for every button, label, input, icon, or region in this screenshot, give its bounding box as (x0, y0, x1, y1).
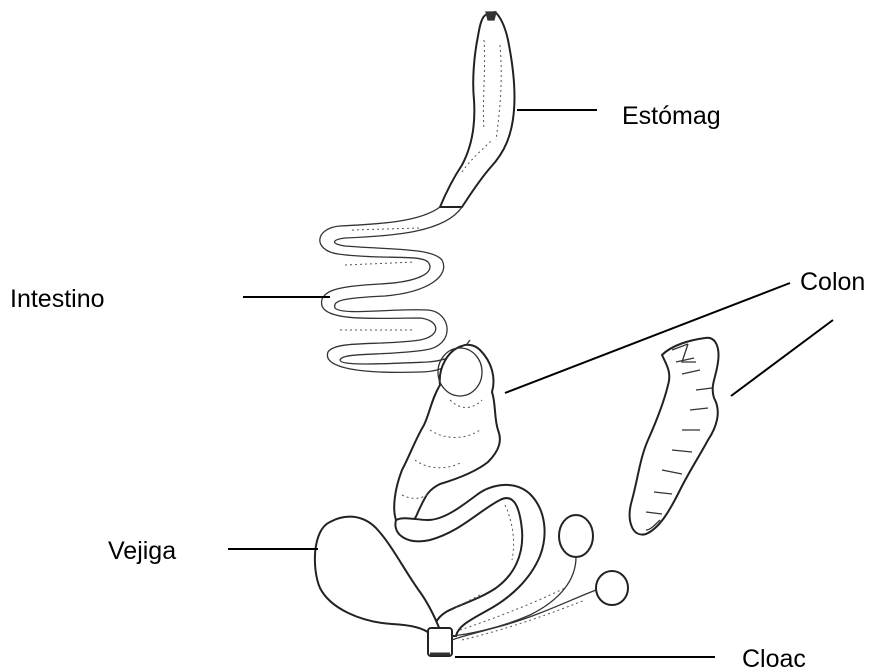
intestine-label: Intestino (10, 285, 105, 313)
intestine-drawing (320, 207, 470, 372)
cloaca-drawing (428, 628, 452, 656)
colon-label: Colon (800, 268, 865, 296)
bladder-label: Vejiga (108, 537, 176, 565)
colon-leader-line-1 (505, 283, 790, 393)
cloaca-label: Cloac (742, 645, 806, 672)
stomach-drawing (440, 12, 515, 207)
stomach-label: Estómag (622, 102, 721, 130)
colon-leader-line-2 (731, 320, 833, 396)
colon-detail-drawing (630, 338, 719, 535)
